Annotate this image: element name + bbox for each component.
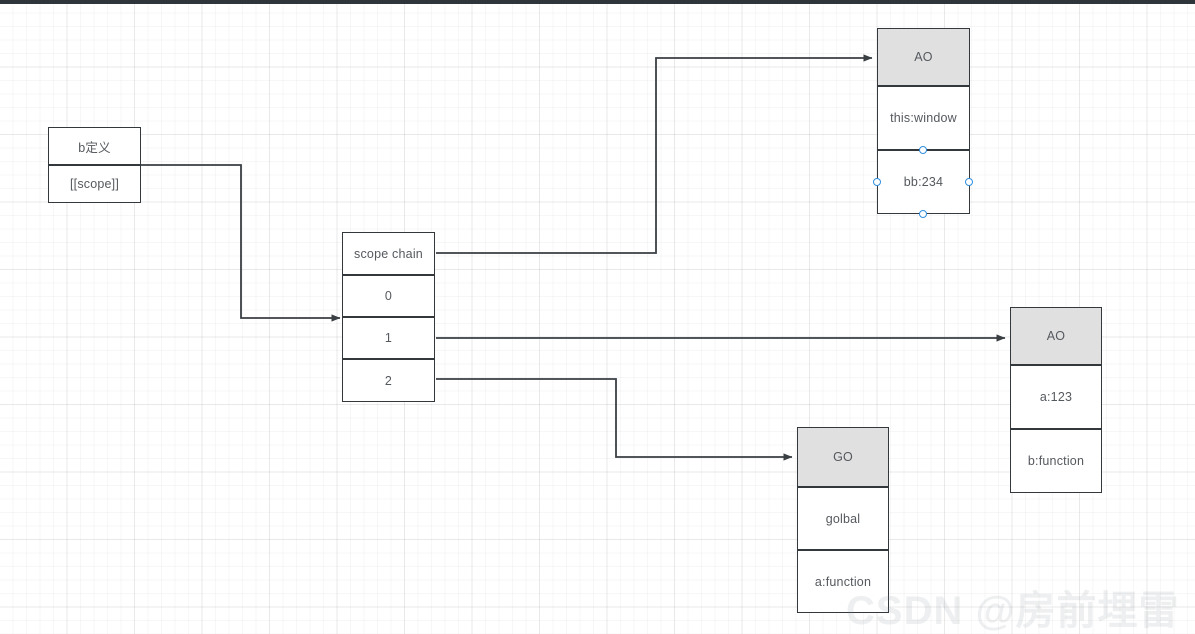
cell-label-scope-chain-0: 0	[384, 289, 393, 303]
cell-label-b-definition-scope: [[scope]]	[69, 177, 120, 191]
cell-go-title[interactable]: GO	[797, 427, 889, 487]
resize-handle-right[interactable]	[965, 178, 973, 186]
link-b-scope-to-scope-chain[interactable]	[141, 164, 341, 322]
cell-label-scope-chain-title: scope chain	[354, 246, 423, 261]
cell-label-scope-chain-1: 1	[384, 331, 393, 345]
csdn-watermark: CSDN @房前埋雷	[846, 589, 1180, 633]
ao-top-node[interactable]: AO this:window bb:234	[877, 28, 970, 214]
cell-go-global[interactable]: golbal	[797, 487, 889, 550]
cell-scope-chain-0[interactable]: 0	[342, 275, 435, 317]
b-definition-node[interactable]: b定义 [[scope]]	[48, 127, 141, 203]
cell-scope-chain-1[interactable]: 1	[342, 317, 435, 359]
cell-scope-chain-title[interactable]: scope chain	[342, 232, 435, 275]
cell-label-ao-top-title: AO	[914, 50, 933, 64]
cell-ao-top-bb[interactable]: bb:234	[877, 150, 970, 214]
cell-ao-right-title[interactable]: AO	[1010, 307, 1102, 365]
link-scope-chain-2-to-go[interactable]	[436, 378, 793, 461]
cell-b-definition-scope[interactable]: [[scope]]	[48, 165, 141, 203]
go-node[interactable]: GO golbal a:function	[797, 427, 889, 613]
window-top-bar	[0, 0, 1195, 4]
resize-handle-left[interactable]	[873, 178, 881, 186]
cell-label-ao-top-bb: bb:234	[903, 175, 944, 189]
cell-scope-chain-2[interactable]: 2	[342, 359, 435, 402]
cell-ao-right-b[interactable]: b:function	[1010, 429, 1102, 493]
cell-label-ao-right-a: a:123	[1039, 390, 1073, 404]
cell-label-go-global: golbal	[825, 511, 861, 526]
link-scope-chain-0-to-ao-top[interactable]	[436, 54, 873, 254]
resize-handle-top[interactable]	[919, 146, 927, 154]
ao-right-node[interactable]: AO a:123 b:function	[1010, 307, 1102, 493]
cell-b-definition-title[interactable]: b定义	[48, 127, 141, 165]
cell-ao-right-a[interactable]: a:123	[1010, 365, 1102, 429]
cell-label-go-a: a:function	[814, 574, 872, 589]
cell-label-ao-top-this: this:window	[890, 111, 957, 125]
cell-label-b-definition-title: b定义	[78, 140, 111, 155]
cell-ao-top-title[interactable]: AO	[877, 28, 970, 86]
scope-chain-node[interactable]: scope chain 0 1 2	[342, 232, 435, 402]
cell-label-go-title: GO	[833, 450, 853, 464]
cell-label-ao-right-b: b:function	[1027, 454, 1085, 468]
cell-go-a[interactable]: a:function	[797, 550, 889, 613]
resize-handle-bottom[interactable]	[919, 210, 927, 218]
cell-label-ao-right-title: AO	[1046, 329, 1066, 343]
cell-label-scope-chain-2: 2	[384, 373, 393, 388]
cell-ao-top-this[interactable]: this:window	[877, 86, 970, 150]
